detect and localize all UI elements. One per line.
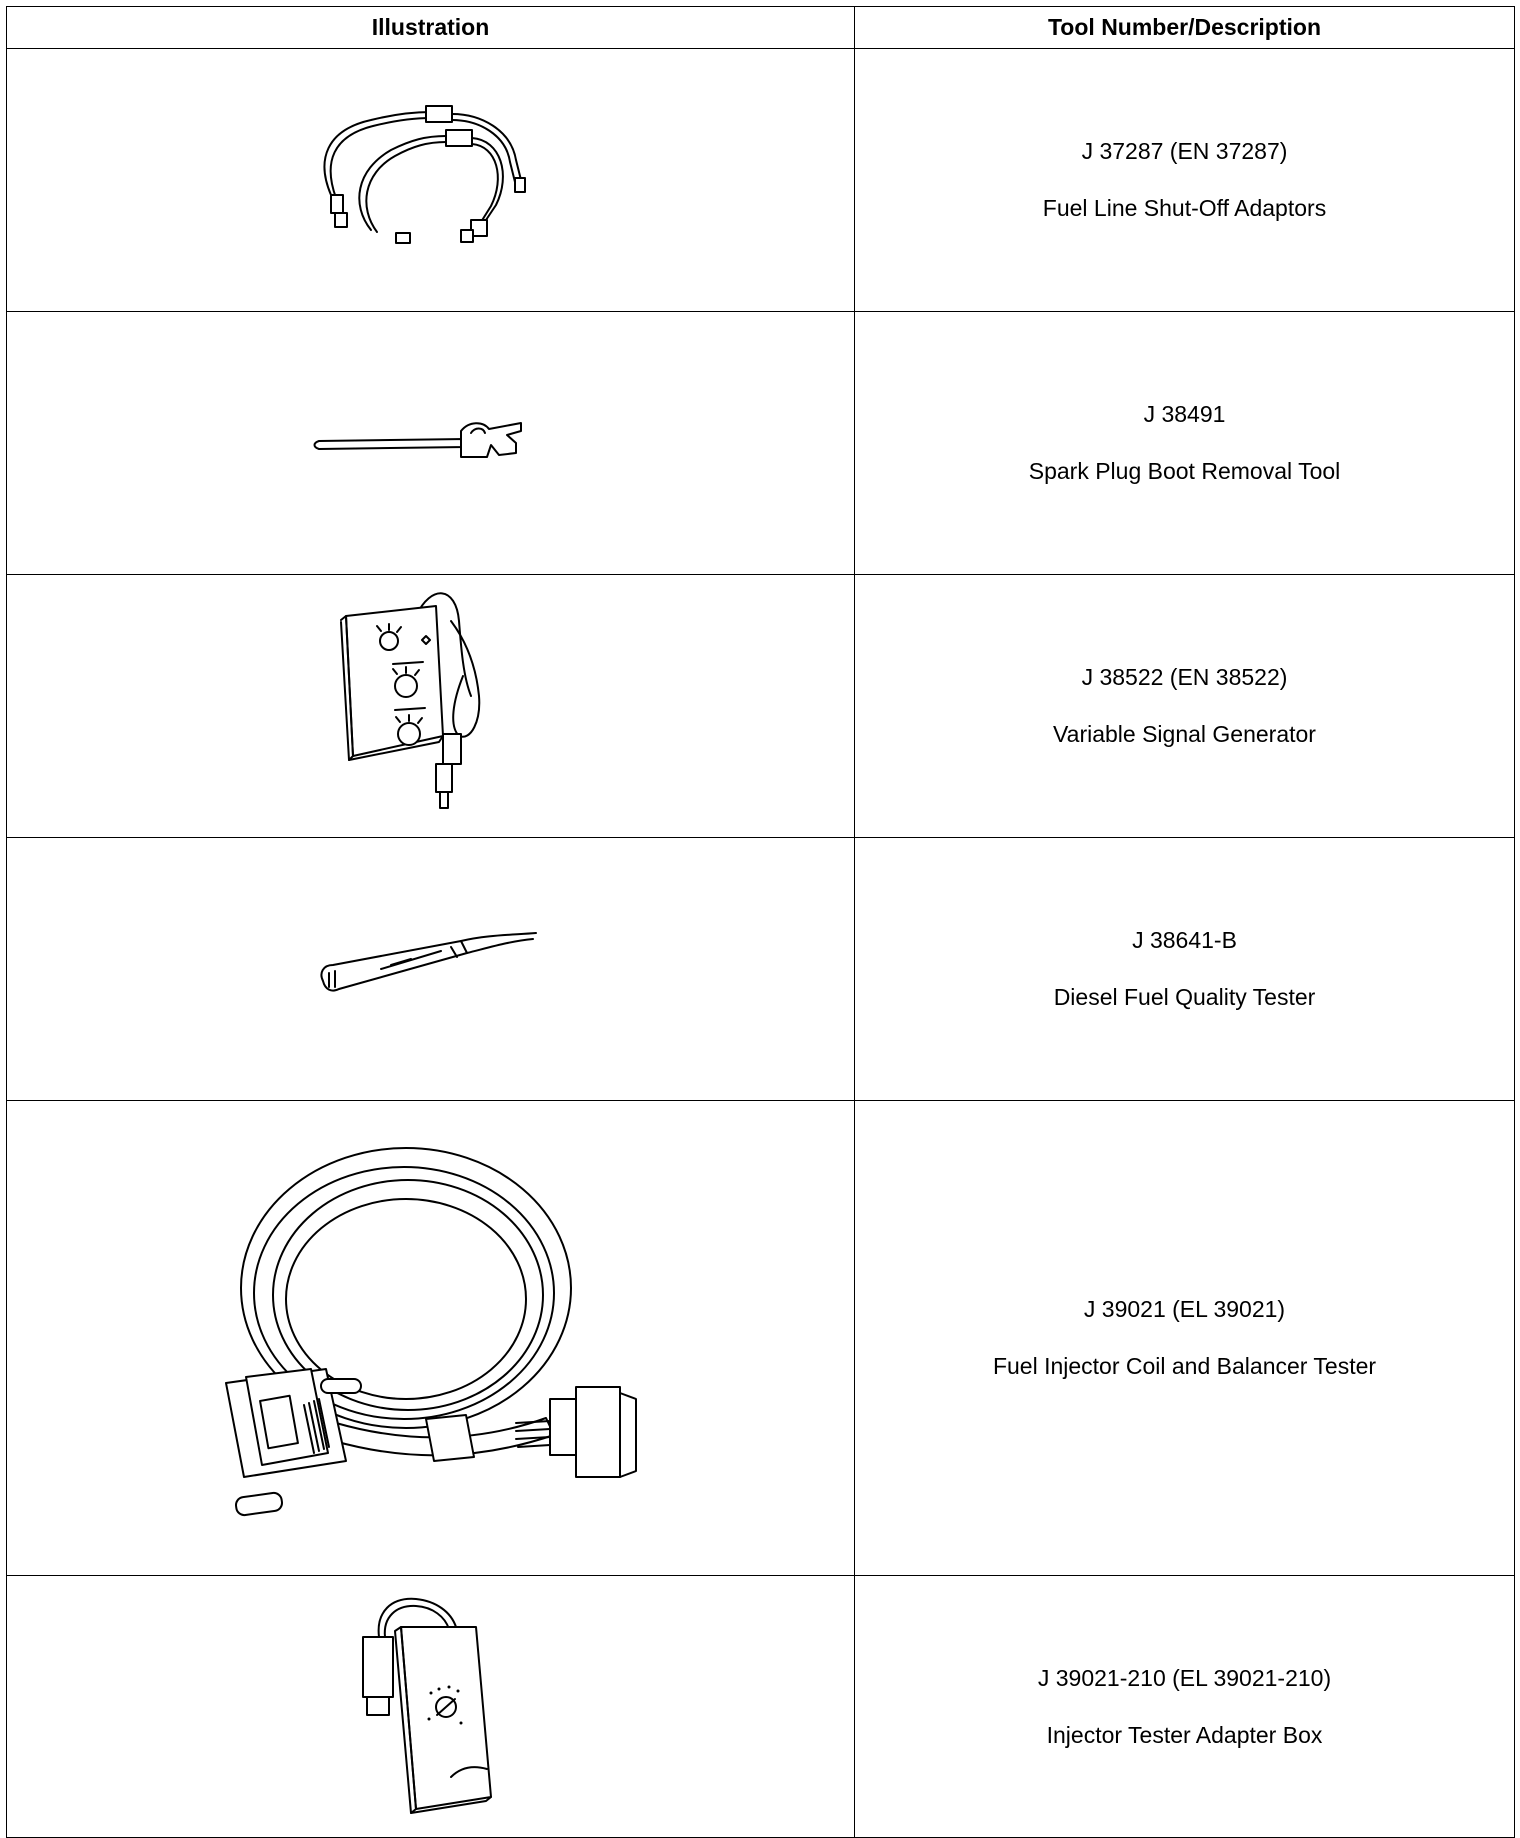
table-row: J 37287 (EN 37287) Fuel Line Shut-Off Ad… [6,48,1515,312]
tool-description-cell: J 38491 Spark Plug Boot Removal Tool [854,311,1515,575]
tool-number: J 37287 (EN 37287) [1081,138,1288,164]
tool-name: Injector Tester Adapter Box [1046,1721,1323,1748]
tool-description-cell: J 39021-210 (EL 39021-210) Injector Test… [854,1575,1515,1838]
header-illustration: Illustration [6,6,855,49]
table-row: J 39021 (EL 39021) Fuel Injector Coil an… [6,1100,1515,1576]
tool-name: Fuel Injector Coil and Balancer Tester [992,1353,1377,1379]
table-row: J 38491 Spark Plug Boot Removal Tool [6,311,1515,575]
table-row: J 38522 (EN 38522) Variable Signal Gener… [6,574,1515,838]
tool-number: J 38491 [1143,401,1226,427]
tool-description-cell: J 38641-B Diesel Fuel Quality Tester [854,837,1515,1101]
signal-generator-icon [339,592,480,809]
special-tools-table: Illustration Tool Number/Description [6,6,1515,1838]
tool-number: J 39021-210 (EL 39021-210) [1037,1664,1332,1691]
tool-description-cell: J 37287 (EN 37287) Fuel Line Shut-Off Ad… [854,48,1515,312]
tool-description-cell: J 38522 (EN 38522) Variable Signal Gener… [854,574,1515,838]
tool-name: Fuel Line Shut-Off Adaptors [1042,195,1327,221]
table-header-row: Illustration Tool Number/Description [6,6,1515,49]
header-tool-description: Tool Number/Description [854,6,1515,49]
tool-number: J 38641-B [1132,927,1237,953]
tool-name: Diesel Fuel Quality Tester [1053,984,1316,1010]
tool-name: Variable Signal Generator [1053,721,1316,747]
table-row: J 38641-B Diesel Fuel Quality Tester [6,837,1515,1101]
illustration-cell [6,574,855,838]
illustration-cell [6,1575,855,1838]
fuel-quality-tester-icon [319,932,537,992]
illustration-cell [6,1100,855,1576]
illustration-cell [6,837,855,1101]
spark-plug-boot-tool-icon [313,422,522,458]
table-row: J 39021-210 (EL 39021-210) Injector Test… [6,1575,1515,1838]
fuel-line-adaptors-icon [323,105,526,244]
tool-name: Spark Plug Boot Removal Tool [1028,458,1341,484]
illustration-cell [6,48,855,312]
tool-number: J 38522 (EN 38522) [1081,664,1288,690]
illustration-cell [6,311,855,575]
tool-description-cell: J 39021 (EL 39021) Fuel Injector Coil an… [854,1100,1515,1576]
injector-tester-cable-icon [224,1147,637,1517]
adapter-box-icon [361,1597,492,1814]
tool-number: J 39021 (EL 39021) [1083,1296,1286,1322]
